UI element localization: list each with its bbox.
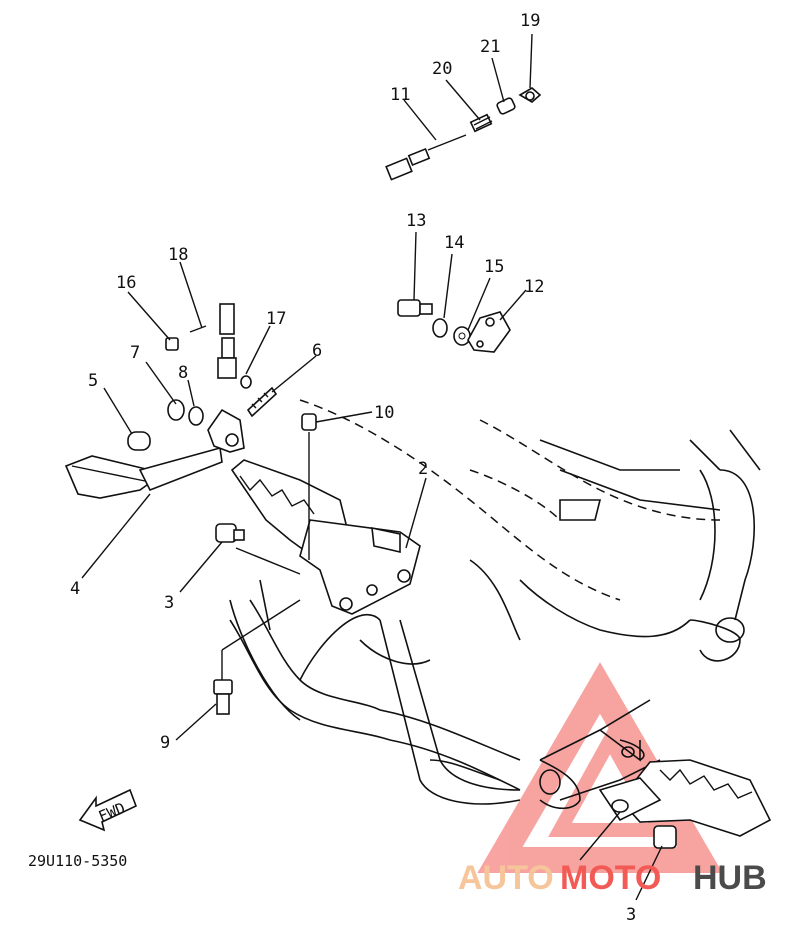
- callout-9: 9: [160, 733, 170, 753]
- callout-3-right: 3: [626, 905, 636, 925]
- callout-6: 6: [312, 341, 322, 361]
- leader-lines: [81, 33, 663, 901]
- callout-12: 12: [524, 277, 544, 297]
- callout-2: 2: [418, 459, 428, 479]
- callout-4: 4: [70, 579, 80, 599]
- watermark-hub: HUB: [693, 859, 767, 897]
- callout-5: 5: [88, 371, 98, 391]
- fwd-arrow: FWD: [78, 788, 138, 832]
- callout-numbers: 19 21 20 11 13 14 15 12 18 16 17 6 7 5 8…: [70, 11, 636, 925]
- callout-7: 7: [130, 343, 140, 363]
- footrest-bracket: [215, 413, 421, 615]
- brake-cable: [217, 134, 467, 379]
- callout-16: 16: [116, 273, 136, 293]
- watermark-auto: AUTO: [458, 859, 554, 897]
- bracket-parts: [397, 299, 511, 353]
- callout-17: 17: [266, 309, 286, 329]
- frame-outline: [229, 399, 761, 810]
- callout-18: 18: [168, 245, 188, 265]
- callout-20: 20: [432, 59, 452, 79]
- watermark-text: AUTO MOTO HUB: [458, 859, 767, 897]
- callout-21: 21: [480, 37, 500, 57]
- callout-19: 19: [520, 11, 540, 31]
- cable-adjuster-parts: [469, 87, 542, 133]
- callout-10: 10: [374, 403, 394, 423]
- brake-pedal-assembly: [64, 325, 278, 499]
- right-footrest: [598, 759, 772, 849]
- callout-3-left: 3: [164, 593, 174, 613]
- callout-11: 11: [390, 85, 410, 105]
- callout-15: 15: [484, 257, 504, 277]
- callout-13: 13: [406, 211, 426, 231]
- callout-14: 14: [444, 233, 464, 253]
- watermark-moto: MOTO: [560, 859, 661, 897]
- callout-8: 8: [178, 363, 188, 383]
- part-code: 29U110-5350: [28, 852, 127, 870]
- bolt-9: [213, 599, 301, 715]
